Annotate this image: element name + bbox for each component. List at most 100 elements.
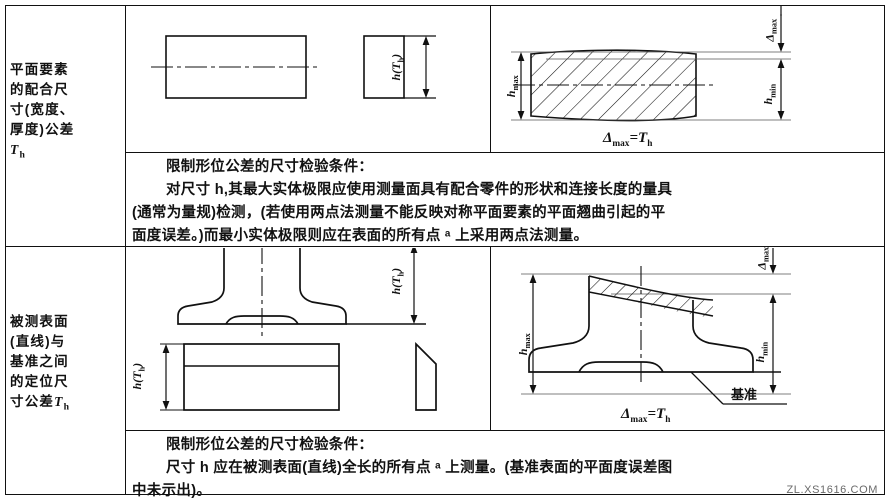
row2-label-line-4: 的定位尺 <box>10 374 69 389</box>
row2-left-dim-top-close: ) <box>389 267 404 272</box>
row1-label-line-3: 寸(宽度、 <box>10 102 75 117</box>
row2-hmax-sub: max <box>523 333 533 349</box>
row1-note-line-1: 限制形位公差的尺寸检验条件： <box>166 159 374 175</box>
t-dimension-arrow-down <box>410 315 418 324</box>
row2-hmin-sub: min <box>760 341 770 356</box>
row2-left-dim-label-top: h(Th) <box>389 268 405 295</box>
datum-leader-line <box>690 371 724 405</box>
table-divider-row1-notes <box>125 152 885 153</box>
row2-eq-lhs-base: Δ <box>621 406 631 422</box>
datum-label: 基准 <box>731 387 758 402</box>
t-slot-part-svg <box>160 248 437 411</box>
row1-drawing-left: h(Th) <box>126 6 489 151</box>
top-view-arrow-up <box>162 344 170 353</box>
hmax-arrow-up <box>517 52 525 61</box>
row2-eq-rhs-base: T <box>656 406 666 422</box>
hmin-arrow-down <box>777 111 785 120</box>
t-slot-section-svg <box>521 248 791 405</box>
row1-eq-rhs-sub: h <box>647 139 653 149</box>
row1-label-line-4: 厚度)公差 <box>10 122 75 137</box>
row2-left-dim-label-bottom: h(Th) <box>130 363 146 390</box>
row1-eq-rhs-base: T <box>638 130 648 146</box>
row2-label-cell: 被测表面 (直线)与 基准之间 的定位尺 寸公差Th <box>6 312 124 418</box>
r2-section-hatching <box>589 276 713 318</box>
row1-label-symbol-sub: h <box>19 149 27 161</box>
row1-note-line-4: 面度误差。)而最小实体极限则应在表面的所有点 ᵃ 上采用两点法测量。 <box>132 228 589 244</box>
row1-left-dim-base: h(T <box>389 62 404 81</box>
row1-left-dimension-label: h(Th) <box>389 54 405 81</box>
plain-rectangular-part-svg <box>151 35 436 99</box>
row2-label-symbol-sub: h <box>63 401 71 413</box>
hmin-arrow-up <box>777 59 785 68</box>
table-divider-row2-notes <box>125 430 885 431</box>
row1-eq-lhs-base: Δ <box>603 130 613 146</box>
row2-drawing-left: h(Th) h(Th) <box>126 248 489 429</box>
row1-label-line-2: 的配合尺 <box>10 82 69 97</box>
row2-label-line-1: 被测表面 <box>10 314 69 329</box>
row1-hmin-sub: min <box>768 83 778 98</box>
row1-hmin-label: hmin <box>761 84 777 105</box>
row1-left-dim-sub: h <box>396 57 406 63</box>
row2-delta-base: Δ <box>754 262 769 270</box>
side-wedge-view <box>415 341 437 411</box>
row2-label-line-3: 基准之间 <box>10 354 69 369</box>
row2-eq-mid: = <box>647 406 657 422</box>
row2-note-line-2: 尺寸 h 应在被测表面(直线)全长的所有点 ᵃ 上测量。(基准表面的平面度误差图 <box>166 460 673 476</box>
row1-hmax-label: hmax <box>504 75 520 97</box>
row1-note-line-3: (通常为量规)检测，(若使用两点法测量不能反映对称平面要素的平面翘曲引起的平 <box>132 205 666 221</box>
row2-note-line-1: 限制形位公差的尺寸检验条件： <box>166 437 374 453</box>
row2-delta-sub: max <box>761 246 771 263</box>
table-column-divider-label <box>125 5 126 495</box>
dimension-arrow-up <box>422 36 430 45</box>
t-dimension-arrow-up <box>410 248 418 253</box>
row2-left-dim-top-sub: h <box>396 271 406 277</box>
row1-hmax-base: h <box>503 90 518 98</box>
row2-label-symbol: Th <box>54 394 70 413</box>
row1-label-symbol-base: T <box>10 142 20 157</box>
top-view-arrow-down <box>162 401 170 410</box>
hmax-arrow-down <box>517 111 525 120</box>
row2-delta-label: Δmax <box>754 247 770 270</box>
r2-hmax-arrow-down <box>529 385 537 394</box>
r2-delta-arrow-down <box>769 265 777 274</box>
row1-equation: Δmax=Th <box>603 130 652 149</box>
row1-delta-base: Δ <box>762 34 777 42</box>
section-hatching <box>531 50 696 121</box>
site-watermark: ZL.XS1616.COM <box>786 484 878 496</box>
row2-left-dim-bot-base: h(T <box>130 371 145 390</box>
row1-eq-lhs-sub: max <box>612 139 630 149</box>
row2-hmin-label: hmin <box>753 342 769 363</box>
row1-hmin-base: h <box>761 97 776 105</box>
dimension-arrow-down <box>422 89 430 98</box>
row1-note-block: 限制形位公差的尺寸检验条件： 对尺寸 h,其最大实体极限应使用测量面具有配合零件… <box>132 156 880 248</box>
table-divider-between-rows <box>5 246 885 247</box>
row2-eq-rhs-sub: h <box>665 415 671 425</box>
row2-eq-lhs-sub: max <box>630 415 648 425</box>
row2-left-dim-bot-sub: h <box>137 366 147 372</box>
delta-arrow-down <box>777 43 785 52</box>
row2-drawing-right: hmax hmin Δmax 基准 Δmax=Th <box>491 247 884 429</box>
row2-label-line-5: 寸公差Th <box>10 392 124 418</box>
top-view-rect <box>183 343 340 411</box>
table-outer-border <box>5 5 885 495</box>
table-column-divider-row1-drawings <box>490 5 491 152</box>
row2-label-symbol-base: T <box>54 394 64 409</box>
r2-hmin-arrow-up <box>769 294 777 303</box>
row1-hmax-sub: max <box>511 75 521 91</box>
row1-eq-mid: = <box>629 130 639 146</box>
row2-label-line-5-text: 寸公差 <box>10 394 55 409</box>
row2-left-dim-top-base: h(T <box>389 276 404 295</box>
r2-bottom-notch <box>578 361 664 373</box>
row1-note-line-2: 对尺寸 h,其最大实体极限应使用测量面具有配合零件的形状和连接长度的量具 <box>166 182 673 198</box>
row1-label-symbol: Th <box>10 140 124 166</box>
row2-label-line-2: (直线)与 <box>10 334 66 349</box>
row2-equation: Δmax=Th <box>621 406 670 425</box>
r2-hmin-arrow-down <box>769 385 777 394</box>
row1-label-cell: 平面要素 的配合尺 寸(宽度、 厚度)公差 Th <box>6 60 124 166</box>
hatched-section-svg <box>511 6 791 122</box>
row1-delta-label: Δmax <box>762 19 778 42</box>
row2-left-dim-bot-close: ) <box>130 362 145 367</box>
row1-drawing-right: hmax hmin Δmax Δmax=Th <box>491 6 884 151</box>
row2-note-line-3: 中未示出)。 <box>132 483 212 499</box>
row2-hmax-base: h <box>515 348 530 356</box>
